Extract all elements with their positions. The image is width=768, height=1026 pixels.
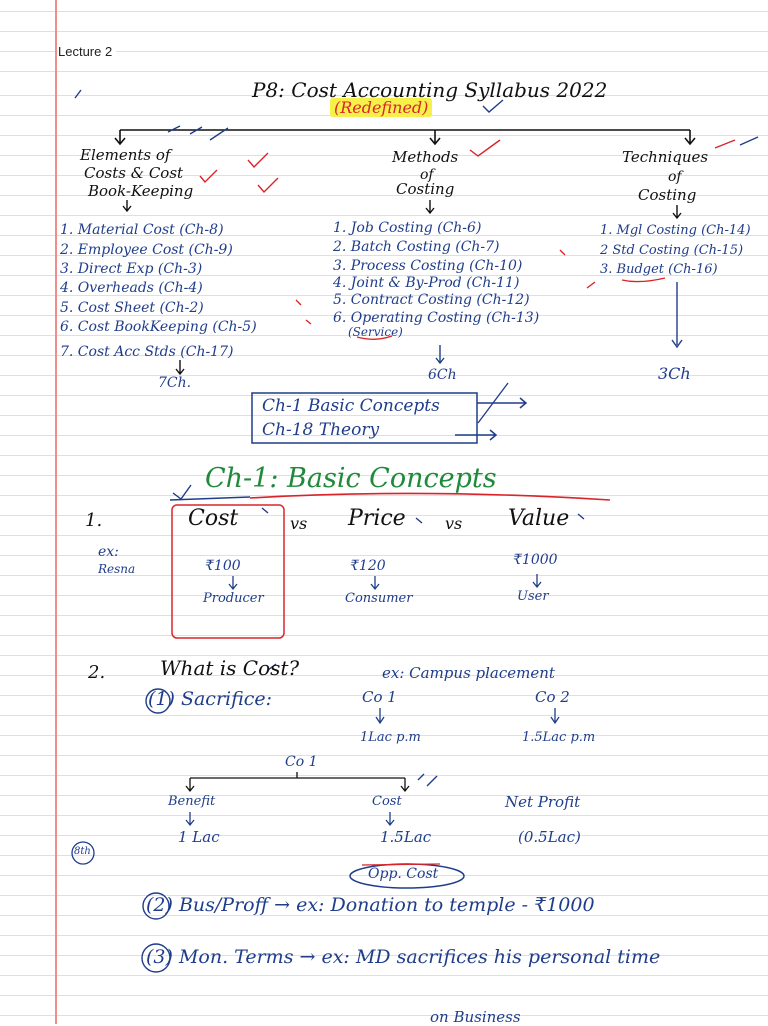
tree-benefit-value: 1 Lac [178,830,220,845]
offer-co2: 1.5Lac p.m [522,731,595,744]
amount-cost: ₹100 [205,559,241,573]
word-vs-2: vs [445,516,462,532]
arrow-7ch [176,360,184,374]
company-2: Co 2 [535,690,570,705]
methods-item-5: 5. Contract Costing (Ch-12) [333,293,530,307]
cutoff-line: on Business [430,1010,521,1025]
word-price: Price [348,508,406,530]
elements-item-2: 2. Employee Cost (Ch-9) [60,243,233,257]
methods-heading-line3: Costing [396,182,454,197]
point-2-question: What is Cost? [160,658,299,678]
methods-item-2: 2. Batch Costing (Ch-7) [333,240,500,254]
arrow-3ch [672,282,682,347]
tree-cost-value: 1.5Lac [380,830,431,845]
word-cost: Cost [188,508,238,530]
syllabus-title: P8: Cost Accounting Syllabus 2022 [252,80,607,100]
margin-line [55,0,57,1024]
tree-net-profit: Net Profit [505,795,580,810]
elements-total: 7Ch. [158,376,191,390]
arrow-co1 [376,708,384,723]
role-producer: Producer [203,592,264,605]
bus-prof-line: (2) Bus/Proff → ex: Donation to temple -… [146,896,595,915]
side-note: 8th [74,847,91,857]
arrow-elements [123,200,131,211]
elements-heading-line1: Elements of [80,148,170,163]
box-line-2: Ch-18 Theory [262,422,379,439]
elements-item-3: 3. Direct Exp (Ch-3) [60,262,202,276]
arrow-producer [229,576,237,589]
offer-co1: 1Lac p.m [360,731,421,744]
methods-total: 6Ch [428,368,457,382]
opportunity-cost: Opp. Cost [368,867,438,881]
box-arrow-1 [477,398,526,408]
word-vs-1: vs [290,516,307,532]
tree-arrow-benefit [186,812,194,825]
campus-example: ex: Campus placement [382,666,555,681]
techniques-item-3: 3. Budget (Ch-16) [600,263,718,276]
title-underline-blue [170,497,250,500]
techniques-heading-line1: Techniques [622,150,708,165]
box-arrow-3 [478,383,508,423]
tree-cost: Cost [372,795,402,808]
elements-item-7: 7. Cost Acc Stds (Ch-17) [60,345,233,359]
tree-arrow-cost [386,812,394,825]
tree-arrow-right [401,778,409,791]
techniques-total: 3Ch [658,366,691,382]
branch-arrow-right [685,130,695,144]
elements-item-4: 4. Overheads (Ch-4) [60,281,203,295]
arrow-consumer [371,576,379,589]
methods-item-1: 1. Job Costing (Ch-6) [333,221,481,235]
tree-root: Co 1 [285,755,318,769]
red-underline-budget [622,278,665,282]
arrow-techniques [673,205,681,218]
techniques-heading-line2: of [668,170,682,184]
example-label: ex: [98,545,119,559]
mon-terms-line: (3) Mon. Terms → ex: MD sacrifices his p… [146,948,660,967]
page-header: Lecture 2 [58,44,116,59]
point-1-number: 1. [85,512,102,530]
arrow-methods [426,200,434,213]
sacrifice-label: (1) Sacrifice: [148,690,272,709]
arrow-user [533,574,541,587]
techniques-item-2: 2 Std Costing (Ch-15) [600,244,743,257]
arrow-6ch [436,345,444,363]
methods-item-3: 3. Process Costing (Ch-10) [333,259,522,273]
role-consumer: Consumer [345,592,412,605]
elements-heading-line2: Costs & Cost [84,166,183,181]
company-1: Co 1 [362,690,397,705]
elements-item-5: 5. Cost Sheet (Ch-2) [60,301,204,315]
redefined-badge: (Redefined) [330,100,432,116]
branch-arrow-left [115,130,125,144]
methods-service-note: (Service) [348,326,403,338]
tree-benefit: Benefit [168,795,215,808]
amount-value: ₹1000 [513,553,558,567]
box-arrow-2 [455,430,496,440]
tree-arrow-left [186,778,194,791]
methods-item-4: 4. Joint & By-Prod (Ch-11) [333,276,519,290]
elements-item-6: 6. Cost BookKeeping (Ch-5) [60,320,257,334]
arrow-co2 [551,708,559,723]
box-line-1: Ch-1 Basic Concepts [262,398,440,415]
title-underline-red [250,493,610,500]
example-name: Resna [98,563,135,575]
methods-item-6: 6. Operating Costing (Ch-13) [333,311,539,325]
methods-heading-line1: Methods [392,150,458,165]
elements-heading-line3: Book-Keeping [88,184,193,199]
techniques-heading-line3: Costing [638,188,696,203]
word-value: Value [508,508,569,530]
tree-net-value: (0.5Lac) [518,830,581,845]
elements-item-1: 1. Material Cost (Ch-8) [60,223,224,237]
opp-cost-underline [362,864,440,865]
role-user: User [517,590,549,603]
point-2-number: 2. [88,664,105,682]
techniques-item-1: 1. Mgl Costing (Ch-14) [600,224,751,237]
amount-price: ₹120 [350,559,386,573]
branch-arrow-mid [430,130,440,144]
section-title: Ch-1: Basic Concepts [205,465,497,492]
